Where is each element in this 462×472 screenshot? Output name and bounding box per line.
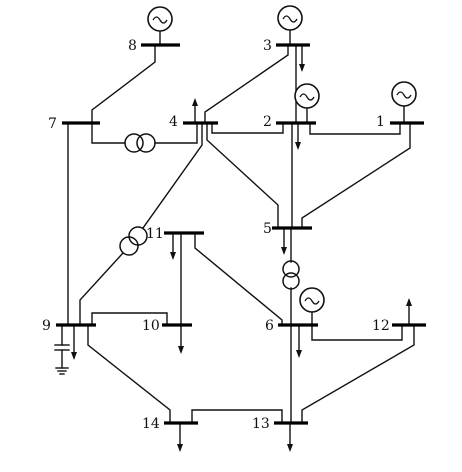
loads: [71, 45, 412, 452]
line-4-9b: [79, 252, 124, 326]
bus-label-8: 8: [128, 38, 137, 54]
line-6-12: [311, 324, 403, 341]
load-arrow-bus-10: [178, 325, 184, 354]
line-4-2: [211, 122, 284, 134]
bus-label-9: 9: [42, 318, 51, 334]
line-9-10: [91, 312, 168, 326]
bus-label-3: 3: [263, 38, 272, 54]
generator-bus-2: [294, 83, 320, 124]
load-arrow-bus-14: [177, 423, 183, 452]
load-arrow-bus-9: [71, 325, 77, 360]
generator-bus-8: [147, 6, 173, 46]
generator-bus-1: [391, 81, 417, 124]
line-1-5: [301, 122, 411, 229]
bus-label-2: 2: [263, 114, 272, 130]
line-11-6: [194, 232, 283, 326]
transmission-lines: [67, 44, 415, 424]
generator-bus-6: [299, 287, 325, 326]
load-arrow-bus-3: [299, 45, 305, 72]
transformer-7-4: [124, 133, 156, 153]
load-arrow-bus-2: [295, 123, 301, 150]
generators: [147, 5, 417, 326]
bus-bars: [56, 43, 426, 425]
load-arrow-bus-11: [170, 233, 176, 260]
bus-label-14: 14: [142, 416, 160, 432]
bus-label-13: 13: [252, 416, 270, 432]
bus-label-12: 12: [372, 318, 390, 334]
transformer-5-6: [282, 260, 300, 290]
line-4-5: [206, 122, 279, 229]
bus-label-6: 6: [265, 318, 274, 334]
load-arrow-bus-4-up: [192, 98, 198, 123]
shunt-capacitor-bus-9: [54, 324, 70, 375]
bus-label-4: 4: [169, 114, 178, 130]
line-7-4: [91, 122, 126, 144]
line-7-4b: [154, 122, 198, 144]
load-arrow-bus-13: [287, 423, 293, 452]
transformer-4-9: [119, 226, 148, 256]
load-arrow-bus-5: [281, 228, 287, 255]
line-12-13: [301, 324, 415, 424]
bus-labels: 8 3 7 4 2 1 5 11 9 10 6 12 14 13: [42, 38, 390, 432]
line-3-4: [204, 44, 289, 124]
line-14-13: [191, 409, 283, 424]
bus-label-10: 10: [142, 318, 160, 334]
load-arrow-bus-6: [296, 325, 302, 358]
line-4-9a: [142, 122, 203, 229]
line-8-7: [91, 44, 156, 124]
load-arrow-bus-12-up: [406, 298, 412, 325]
bus-label-7: 7: [48, 116, 57, 132]
generator-bus-3: [277, 5, 303, 46]
transformers: [119, 133, 300, 290]
bus-label-5: 5: [263, 221, 272, 237]
line-2-1: [309, 122, 401, 135]
bus-label-11: 11: [146, 226, 164, 242]
bus-label-1: 1: [376, 114, 385, 130]
line-9-14: [87, 324, 171, 424]
